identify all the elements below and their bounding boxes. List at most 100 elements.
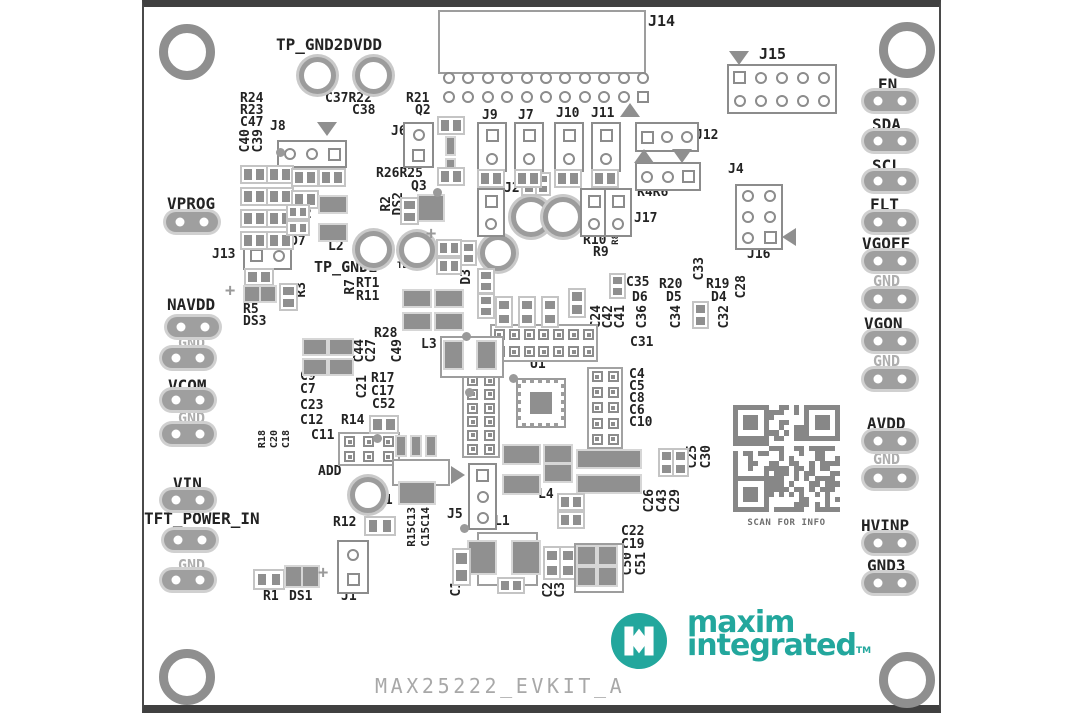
qr-module — [768, 491, 774, 497]
header-j16 — [735, 184, 783, 250]
smd-r1 — [253, 569, 285, 590]
tp-vcom — [162, 390, 214, 410]
pad-hole — [171, 353, 181, 363]
pad-hole — [897, 96, 907, 106]
qr-module — [773, 435, 779, 441]
pad — [484, 443, 495, 455]
qr-module — [748, 415, 754, 421]
pin-round — [764, 210, 776, 223]
smd-r26-r25 — [437, 167, 465, 186]
qr-module — [834, 461, 840, 467]
qr-module — [834, 425, 840, 431]
smd — [436, 239, 462, 257]
tp-temp-ring-1 — [399, 232, 435, 268]
cap — [320, 225, 346, 240]
label-j5: J5 — [447, 507, 463, 522]
qr-module — [738, 440, 744, 446]
qr-module — [733, 415, 739, 421]
tp-flt — [864, 212, 916, 232]
qr-module — [763, 415, 769, 421]
part — [447, 160, 454, 170]
marker-j11 — [620, 103, 640, 117]
j14-pin-round — [598, 72, 611, 84]
qr-module — [768, 415, 774, 421]
qr-module — [773, 471, 779, 477]
pad — [484, 416, 495, 428]
smd-pad — [386, 419, 395, 430]
smd-pad — [695, 317, 706, 325]
qr-module — [753, 486, 759, 492]
cap — [320, 197, 346, 212]
smd-pad — [282, 235, 290, 246]
qr-module — [819, 425, 825, 431]
pad-hole — [195, 495, 205, 505]
label-c8: C8 — [629, 391, 645, 406]
pad-hole — [195, 353, 205, 363]
smd-pad — [368, 520, 378, 532]
tp-gnd-1 — [162, 348, 214, 368]
qr-module — [748, 476, 754, 482]
qr-module — [743, 476, 749, 482]
qr-module — [829, 445, 835, 451]
pad-hole — [897, 578, 907, 588]
mount-hole-bl — [159, 649, 215, 705]
smd-pad — [453, 120, 461, 131]
cap — [545, 465, 571, 481]
pin-round — [641, 170, 654, 183]
label-gnd: GND — [873, 450, 901, 468]
pad-hole — [897, 294, 907, 304]
pad — [568, 346, 580, 357]
fiducial — [509, 374, 518, 383]
maxim-logo-text: maxim integratedTM — [687, 607, 871, 661]
pad-hole — [873, 294, 883, 304]
smd-pad — [481, 271, 491, 280]
qr-module — [834, 405, 840, 411]
smd — [460, 240, 477, 266]
qr-module — [814, 425, 820, 431]
label-c30: C30 — [699, 445, 714, 469]
pad — [538, 329, 550, 340]
pin-round — [764, 190, 776, 203]
qr-module — [783, 405, 790, 411]
tp-hvinp — [864, 533, 916, 553]
pin-round — [797, 94, 810, 107]
qr-module — [778, 420, 784, 426]
qr-module — [824, 491, 830, 497]
pin-1-square — [599, 129, 613, 142]
pad — [538, 346, 550, 357]
qr-module — [794, 501, 800, 507]
smd-r14 — [369, 415, 399, 434]
marker-j16 — [782, 228, 796, 246]
qr-module — [768, 461, 774, 467]
qr-module — [804, 410, 810, 416]
qr-module — [748, 405, 754, 411]
pin-round — [742, 231, 754, 244]
label-j15: J15 — [759, 45, 787, 63]
marker-j5 — [451, 466, 465, 484]
smd — [318, 168, 346, 187]
qr-module — [814, 415, 820, 421]
inductor-l1-pad — [469, 542, 495, 573]
smd-pad — [675, 452, 686, 461]
label-c52: C52 — [372, 397, 396, 412]
pad — [523, 329, 535, 340]
smd-pad — [463, 243, 474, 252]
cap — [504, 446, 539, 463]
pin-1-square — [587, 194, 601, 208]
led-ds3-b — [261, 287, 275, 301]
pad-hole — [873, 336, 883, 346]
smd-pad — [270, 169, 278, 180]
label-c4: C4 — [629, 367, 645, 382]
qr-module — [809, 466, 815, 472]
qr-module — [804, 425, 810, 431]
header-j12 — [635, 122, 699, 152]
smd-pad — [463, 254, 474, 263]
padgrid-right-of-u1 — [587, 367, 623, 449]
label-q2: Q2 — [415, 103, 431, 118]
qr-module — [763, 430, 769, 436]
smd-pad — [530, 173, 538, 184]
pad — [583, 346, 595, 357]
qr-module — [753, 420, 759, 426]
label-j11: J11 — [591, 106, 615, 121]
